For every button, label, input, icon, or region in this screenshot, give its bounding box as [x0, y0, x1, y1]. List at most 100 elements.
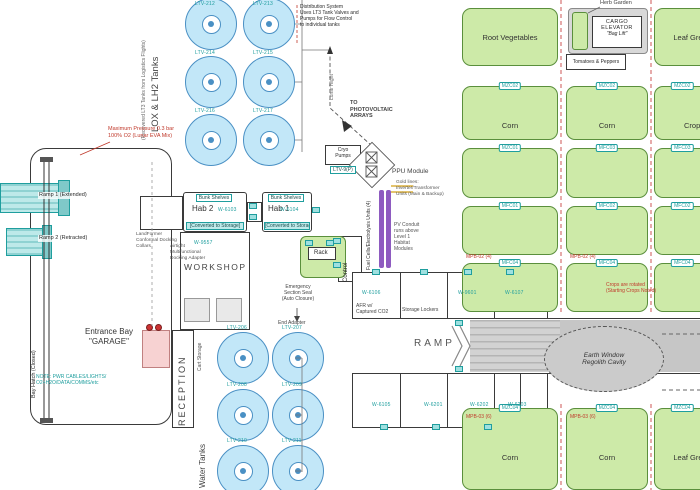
pv-conduit-line: Habitat: [394, 240, 410, 247]
pv-conduit-line: Modules: [394, 246, 413, 253]
crop-red-code: MPB-03 (6): [570, 414, 596, 420]
gold-note-line: Inverter/Transformer: [396, 185, 440, 191]
crop-field: MZC04 Corn: [462, 404, 558, 490]
ramp2-label: Ramp 2 (Retracted): [38, 235, 89, 242]
to-pv-line: PHOTOVOLTAIC: [350, 106, 393, 113]
crop-title: Crops: [683, 121, 700, 130]
crop-code-plate: MZC02: [671, 82, 694, 90]
room-code: W-6103: [218, 207, 237, 213]
tank-code: LTV-217: [253, 108, 273, 114]
cryo-pumps-label: Cryo Pumps: [325, 147, 361, 159]
crop-red-code: MPB-02 (4): [570, 254, 596, 260]
tank-code: LTV-212: [195, 1, 215, 7]
crop-title: Corn: [598, 453, 616, 462]
ramp2-retracted: [6, 228, 48, 256]
tank-code: LTV-207: [282, 325, 302, 331]
fuel-cell-bar: [386, 190, 391, 268]
room-code: W-6104: [280, 207, 299, 213]
crop-code-plate: MZC04: [595, 404, 619, 412]
crops-rotated-note: Crops are rotated (Starting Crops Noted): [606, 282, 656, 294]
earth-window-label: Earth Window: [583, 352, 625, 359]
crop-title: Leaf Greens: [673, 33, 700, 42]
door-marker: [249, 203, 257, 209]
emergency-line: (Auto Closure): [281, 296, 315, 303]
water-tank: [217, 332, 269, 384]
room-code: W-9557: [194, 240, 213, 246]
door-marker: [249, 214, 257, 220]
afr-note: AFR w/ Captured CO2: [356, 303, 388, 315]
cryo-line: Cryo: [337, 147, 349, 153]
crop-field: MZC02 Crops: [654, 82, 700, 140]
tank-code: LTV-206: [227, 325, 247, 331]
tomatoes-label: Tomatoes & Peppers: [572, 59, 620, 65]
lox-tank: [185, 0, 237, 50]
water-tank: [217, 445, 269, 490]
cryo-line: Pumps: [335, 153, 351, 160]
lunar-night-label: Lunar Night: [329, 74, 335, 100]
crop-code-plate: MZC02: [595, 82, 619, 90]
door-marker: [420, 269, 428, 275]
crop-code-plate: MFC03: [671, 144, 694, 152]
to-pv-note: TO PHOTOVOLTAIC ARRAYS: [350, 100, 393, 120]
crop-field: MFC04: [654, 259, 700, 312]
door-marker: [380, 424, 388, 430]
workshop-label: WORKSHOP: [184, 262, 247, 272]
distribution-line: to individual tanks: [300, 22, 340, 29]
crop-field: MFC03: [566, 144, 648, 198]
crop-title: Corn: [598, 121, 616, 130]
pv-conduit-note: PV Conduit runs above Level 1 Habitat Mo…: [394, 222, 419, 252]
entrance-bay-label: Entrance Bay "GARAGE": [80, 327, 138, 347]
fuel-cells-label: Fuel Cells/Electrolysis Units (4): [366, 200, 372, 270]
entrance-airlock: [142, 330, 170, 368]
ramp2-cap: [42, 225, 52, 259]
herb-garden-label: Herb Garden: [600, 0, 632, 6]
tank-code: LTV-208: [227, 382, 247, 388]
door-marker: [506, 269, 514, 275]
crop-field: MZC02 Corn: [462, 82, 558, 140]
cargo-elevator: CARGO ELEVATOR "Bag Lift": [592, 16, 642, 48]
lox-tanks-title: LOX & LH2 Tanks: [150, 56, 161, 132]
rack-label: Rack: [314, 250, 328, 256]
crop-code-plate: MFC02: [671, 202, 694, 210]
room-divider: [400, 374, 401, 428]
lox-tank: [243, 0, 295, 50]
door-marker: [312, 207, 320, 213]
room-code: W-6107: [505, 290, 524, 296]
reception-label: RECEPTION: [177, 355, 187, 426]
pv-conduit-line: PV Conduit: [394, 222, 420, 228]
emergency-seal-note: Emergency Section Seal (Auto Closure): [274, 284, 322, 302]
cargo-label: "Bag Lift": [606, 31, 628, 37]
water-tank: [272, 389, 324, 441]
room-divider: [447, 374, 448, 428]
tomatoes-box: Tomatoes & Peppers: [566, 54, 626, 70]
cryo-code-plate: LTV-9(P): [330, 166, 356, 174]
bay-hatch-label: Bay Hatch (Closed): [31, 350, 37, 398]
crop-red-code: MPB-02 (4): [466, 254, 492, 260]
garage-note-line: O2+H2O/DATA/COMMS/etc: [36, 380, 99, 387]
garage-note-line: NOTE: PWR CABLES/LIGHTS/: [36, 374, 107, 380]
end-adapter-label: End Adapter: [278, 320, 306, 326]
gold-note-line: Gold lines:: [396, 180, 419, 185]
crop-title: Corn: [501, 121, 519, 130]
room-code: W-6106: [362, 290, 381, 296]
crop-field: MFC02: [566, 202, 648, 255]
max-pressure-line: 100% O2 (Lunar EVA Mix): [108, 132, 173, 139]
door-marker: [333, 238, 341, 244]
converted-storage-strip: [Converted to Storage]: [186, 222, 244, 230]
crop-field: MZC01: [462, 144, 558, 198]
room-divider: [520, 374, 521, 428]
room-code: W-6203: [508, 402, 527, 408]
crop-field: MFC01: [462, 202, 558, 255]
docking-adapter-note: Airtight Multifunctional Docking Adapter: [170, 244, 205, 262]
tank-code: LTV-210: [227, 438, 247, 444]
tank-code: LTV-215: [253, 50, 273, 56]
room-code: W-9601: [458, 290, 477, 296]
crop-field: MFC03: [654, 144, 700, 198]
tank-code: LTV-211: [282, 438, 302, 444]
valve-wheel: [155, 324, 162, 331]
max-pressure-line: Maximum Pressure 0.3 bar: [108, 126, 175, 132]
crop-title: Root Vegetables: [482, 33, 538, 42]
crop-red-code: MPB-03 (6): [466, 414, 492, 420]
workshop-bench: [216, 298, 242, 322]
crop-field: MZC02 Corn: [566, 82, 648, 140]
